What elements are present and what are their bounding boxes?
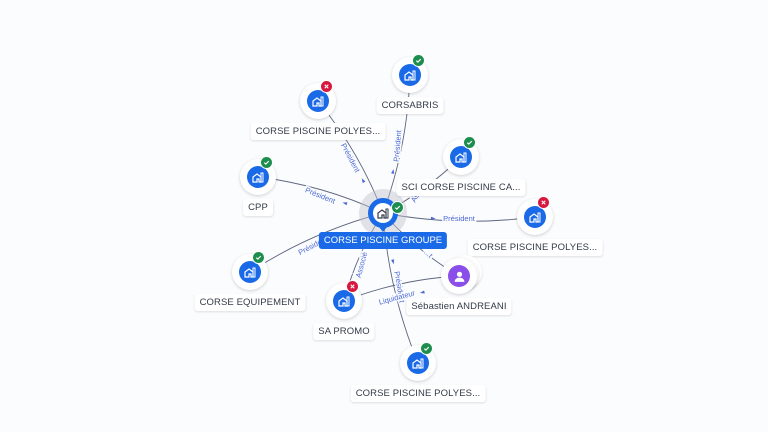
node-label[interactable]: CORSE EQUIPEMENT: [194, 294, 306, 311]
edge-label: Président: [304, 185, 338, 206]
status-active-icon: [412, 54, 425, 67]
building-icon: [307, 90, 329, 112]
node-disc[interactable]: [400, 342, 436, 381]
node-disc[interactable]: [443, 136, 479, 175]
node-label[interactable]: SCI CORSE PISCINE CA...: [396, 179, 526, 196]
edge-label: Président: [339, 142, 362, 175]
building-icon: [373, 203, 393, 223]
building-icon: [333, 290, 355, 312]
node-disc[interactable]: [517, 196, 553, 235]
building-icon: [399, 64, 421, 86]
node-disc[interactable]: [232, 251, 268, 290]
node-disc[interactable]: [441, 258, 477, 294]
building-icon: [524, 206, 546, 228]
node-disc[interactable]: [240, 156, 276, 195]
edge-label: Associé: [354, 251, 369, 279]
node-disc[interactable]: [392, 54, 428, 93]
edge-arrow-icon: [391, 259, 395, 265]
edge-label-halo: Président: [443, 214, 476, 223]
node-label[interactable]: CORSE PISCINE POLYES...: [467, 239, 603, 256]
status-active-icon: [463, 136, 476, 149]
building-icon: [407, 352, 429, 374]
node-label[interactable]: CPP: [243, 199, 273, 216]
status-closed-icon: [320, 80, 333, 93]
status-active-icon: [260, 156, 273, 169]
edge-arrow-icon: [391, 168, 395, 174]
node-label[interactable]: CORSE PISCINE POLYES...: [250, 123, 386, 140]
node-disc[interactable]: [300, 80, 336, 119]
building-icon: [239, 261, 261, 283]
status-closed-icon: [346, 280, 359, 293]
node-label[interactable]: CORSABRIS: [376, 97, 444, 114]
node-label[interactable]: CORSE PISCINE POLYES...: [350, 385, 486, 402]
building-icon: [247, 166, 269, 188]
person-icon: [448, 265, 470, 287]
node-label[interactable]: SA PROMO: [313, 323, 375, 340]
edge-arrow-icon: [342, 202, 348, 206]
status-closed-icon: [537, 196, 550, 209]
edge-arrow-icon: [361, 178, 366, 184]
edge-label-halo: Président: [392, 129, 404, 162]
status-active-icon: [391, 201, 404, 214]
status-active-icon: [252, 251, 265, 264]
node-disc[interactable]: [326, 280, 362, 319]
node-label[interactable]: Sébastien ANDREANI: [406, 298, 512, 315]
edge-label: Président: [443, 214, 476, 223]
edge-arrow-icon: [430, 216, 436, 220]
center-node-label[interactable]: CORSE PISCINE GROUPE: [318, 232, 448, 249]
edge-arrow-icon: [419, 290, 425, 294]
edge-label: Président: [392, 129, 404, 162]
status-active-icon: [420, 342, 433, 355]
building-icon: [450, 146, 472, 168]
